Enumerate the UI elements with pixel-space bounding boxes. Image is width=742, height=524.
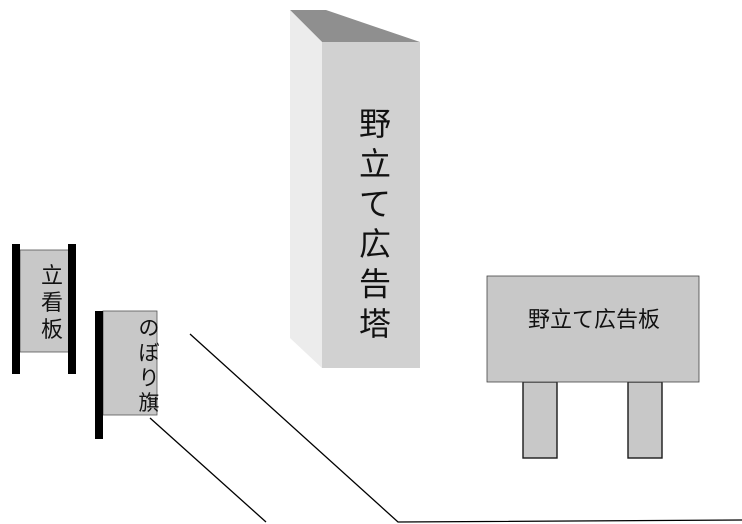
standing-sign bbox=[12, 244, 76, 374]
advertising-tower bbox=[290, 10, 420, 368]
standing-sign-right-post bbox=[68, 244, 76, 374]
billboard bbox=[486, 275, 700, 459]
tower-label-char: て bbox=[358, 185, 391, 223]
tower-label-char: 立 bbox=[358, 145, 391, 183]
banner-flag-label-char: の bbox=[138, 316, 160, 340]
banner-flag-cloth bbox=[102, 310, 158, 416]
billboard-right-leg bbox=[627, 381, 663, 459]
tower-label-char: 野 bbox=[358, 105, 391, 143]
tower-label-char: 塔 bbox=[358, 305, 391, 343]
banner-flag bbox=[95, 310, 158, 439]
tower-label-char: 広 bbox=[358, 225, 391, 263]
billboard-label: 野立て広告板 bbox=[527, 308, 660, 333]
standing-sign-label-char: 看 bbox=[40, 291, 63, 316]
tower-front-face bbox=[322, 42, 420, 368]
banner-flag-label-char: り bbox=[138, 366, 160, 390]
tower-label: 野 立 て 広 告 塔 bbox=[342, 108, 408, 348]
tower-side-face bbox=[290, 10, 322, 368]
standing-sign-label-char: 立 bbox=[40, 264, 63, 289]
standing-sign-left-post bbox=[12, 244, 20, 374]
road-line-left bbox=[149, 417, 267, 523]
billboard-panel bbox=[486, 275, 700, 383]
banner-flag-label-char: ぼ bbox=[138, 341, 160, 365]
tower-label-char: 告 bbox=[358, 265, 391, 303]
tower-top-face bbox=[290, 10, 420, 42]
billboard-left-leg bbox=[522, 381, 558, 459]
banner-flag-label-char: 旗 bbox=[138, 391, 160, 415]
standing-sign-label-char: 板 bbox=[40, 318, 63, 343]
road-lines bbox=[149, 333, 742, 523]
standing-sign-label: 立 看 板 bbox=[38, 266, 66, 347]
banner-flag-pole bbox=[95, 311, 103, 439]
road-line-right bbox=[189, 333, 742, 523]
banner-flag-label: の ぼ り 旗 bbox=[132, 318, 166, 418]
